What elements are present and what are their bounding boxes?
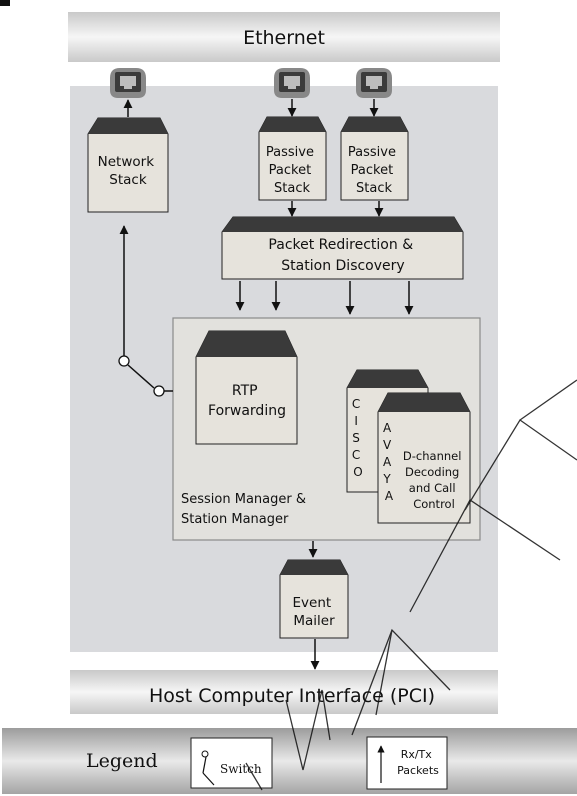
event-mailer-line: Mailer	[293, 613, 335, 629]
ethernet-bus: Ethernet	[68, 12, 500, 62]
avaya-letter: V	[383, 438, 392, 452]
passive-stack-line: Passive	[348, 145, 396, 160]
watermark-overlay	[245, 379, 577, 791]
avaya-letter: Y	[382, 472, 391, 486]
avaya-dchannel-block: A V A Y A D-channel Decoding and Call Co…	[377, 392, 471, 524]
event-mailer-block: Event Mailer	[279, 559, 349, 639]
session-manager-line: Session Manager &	[181, 492, 306, 507]
host-interface-label: Host Computer Interface (PCI)	[149, 685, 435, 707]
cisco-letter: I	[354, 414, 358, 428]
passive-stack-line: Stack	[356, 181, 392, 196]
ethernet-port-icon	[356, 68, 392, 98]
legend-packets-line: Packets	[397, 764, 439, 777]
dchannel-line: Decoding	[405, 465, 459, 479]
network-stack-line: Network	[98, 154, 155, 170]
passive-stack-line: Passive	[266, 145, 314, 160]
corner-mark	[0, 0, 10, 6]
svg-text:Packet Redirection & Sta: Packet Redirection & Station Discovery	[268, 237, 417, 274]
session-manager-line: Station Manager	[181, 512, 289, 527]
svg-text:Network Stack: Network Stack	[98, 154, 159, 188]
switch-lever	[127, 364, 155, 389]
avaya-letter: A	[385, 489, 394, 503]
switch-contact-icon	[118, 355, 130, 367]
legend-packets-box	[366, 736, 448, 790]
svg-text:RTP Forwarding: RTP Forwarding	[208, 383, 286, 419]
packet-redirection-block: Packet Redirection & Station Discovery	[221, 216, 464, 280]
cisco-letter: C	[352, 397, 360, 411]
avaya-letter: A	[383, 455, 392, 469]
cisco-letter: S	[352, 431, 360, 445]
cisco-letter: C	[352, 448, 360, 462]
ethernet-label: Ethernet	[243, 27, 325, 49]
packet-redirection-line: Packet Redirection &	[268, 237, 413, 253]
svg-text:Event Mailer: Event Mailer	[293, 595, 336, 629]
cisco-letter: O	[353, 465, 362, 479]
host-interface-bus: Host Computer Interface (PCI)	[70, 670, 498, 714]
svg-text:A V A Y: A V A Y A	[382, 421, 395, 503]
svg-text:Passive Packet Sta: Passive Packet Stack	[348, 145, 400, 196]
passive-stack-line: Stack	[274, 181, 310, 196]
rtp-forwarding-block: RTP Forwarding	[195, 330, 298, 445]
rtp-forwarding-line: Forwarding	[208, 403, 286, 419]
svg-text:Rx/Tx Packets: Rx/Tx Packets	[397, 748, 439, 777]
passive-stack-line: Packet	[269, 163, 312, 178]
legend: Legend Switch Rx/Tx Packets	[2, 728, 577, 794]
network-stack-line: Stack	[109, 172, 147, 188]
passive-packet-stack-1-block: Passive Packet Stack	[258, 116, 327, 201]
legend-packets-line: Rx/Tx	[401, 748, 433, 761]
passive-stack-line: Packet	[351, 163, 394, 178]
dchannel-line: Control	[413, 497, 455, 511]
passive-packet-stack-2-block: Passive Packet Stack	[340, 116, 409, 201]
network-stack-block: Network Stack	[87, 117, 169, 213]
svg-text:Session Manager & Station: Session Manager & Station Manager	[181, 492, 310, 527]
event-mailer-line: Event	[293, 595, 332, 611]
network-switch	[118, 225, 173, 397]
dchannel-line: D-channel	[403, 449, 462, 463]
svg-text:Passive Packet Sta: Passive Packet Stack	[266, 145, 318, 196]
ethernet-port-icon	[110, 68, 146, 98]
legend-switch-label: Switch	[220, 762, 262, 776]
dchannel-line: and Call	[409, 481, 456, 495]
packet-redirection-line: Station Discovery	[281, 258, 404, 274]
rtp-forwarding-line: RTP	[232, 383, 258, 399]
svg-text:C I S C: C I S C O	[352, 397, 364, 479]
switch-contact-icon	[153, 385, 165, 397]
avaya-letter: A	[383, 421, 392, 435]
switch-symbol-icon	[201, 750, 215, 786]
svg-text:D-channel Decoding: D-channel Decoding and Call Control	[403, 449, 465, 511]
legend-title: Legend	[86, 750, 158, 772]
ethernet-port-icon	[274, 68, 310, 98]
